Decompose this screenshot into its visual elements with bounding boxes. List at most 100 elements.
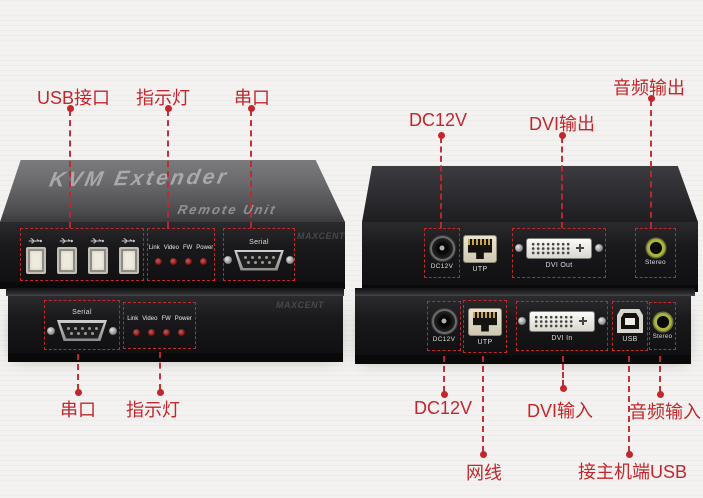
dvi-in-highlight-box: DVI In bbox=[516, 301, 608, 351]
rj45-socket bbox=[468, 239, 492, 259]
serial-db9-port bbox=[224, 249, 294, 271]
usb-port-2 bbox=[56, 237, 77, 274]
video-led bbox=[169, 257, 177, 265]
dvi-out-highlight-box: DVI Out bbox=[512, 228, 606, 278]
serial-port-highlight-box: Serial bbox=[44, 300, 120, 350]
callout-dot bbox=[647, 95, 655, 102]
dvi-blade-slot bbox=[575, 242, 585, 254]
usb-a-connector bbox=[118, 246, 139, 274]
stereo-label: Stereo bbox=[652, 333, 673, 340]
annotation-serial-bottom: 串口 bbox=[60, 400, 96, 420]
screw-icon bbox=[224, 256, 232, 264]
serial-port-label: Serial bbox=[249, 238, 269, 246]
annotation-host-usb: 接主机端USB bbox=[578, 462, 688, 482]
stereo-label: Stereo bbox=[645, 259, 666, 267]
rj45-socket bbox=[473, 311, 497, 332]
local-unit2-lid-edge bbox=[355, 288, 695, 296]
usb-ports-highlight-box bbox=[20, 228, 144, 281]
status-led-block: Link Video FW Power bbox=[149, 245, 214, 265]
led-label-link: Link bbox=[127, 315, 139, 322]
db9-connector bbox=[234, 249, 284, 271]
annotation-network-cable: 网线 bbox=[466, 463, 502, 483]
led-label-fw: FW bbox=[161, 315, 171, 322]
stereo-in-highlight-box: Stereo bbox=[649, 302, 676, 350]
callout-line bbox=[250, 110, 252, 228]
callout-dot bbox=[247, 105, 255, 112]
status-led-block: Link Video FW Power bbox=[127, 316, 192, 336]
usb-a-connector bbox=[56, 246, 77, 274]
dc-power-highlight-box: DC12V bbox=[427, 301, 461, 351]
usb-b-label: USB bbox=[622, 336, 638, 343]
lower-remote-lid-edge bbox=[6, 288, 344, 296]
power-led bbox=[199, 257, 207, 265]
usb-port-group bbox=[25, 237, 139, 274]
callout-line bbox=[159, 352, 161, 390]
annotation-dvi-output: DVI输出 bbox=[529, 114, 596, 134]
serial-port-highlight-box: Serial bbox=[223, 228, 295, 281]
callout-dot bbox=[559, 385, 567, 392]
link-led bbox=[154, 257, 162, 265]
usb-icon bbox=[90, 237, 104, 243]
usb-port-4 bbox=[118, 237, 139, 274]
dc-power-jack bbox=[431, 308, 457, 334]
dvi-out-label: DVI Out bbox=[545, 261, 573, 269]
brand-logo: MAXCENT bbox=[276, 300, 324, 310]
callout-dot bbox=[156, 389, 164, 396]
stereo-jack bbox=[653, 312, 672, 331]
led-labels: Link Video FW Power bbox=[127, 316, 192, 322]
dvi-blade-slot bbox=[578, 315, 588, 327]
screw-icon bbox=[109, 326, 117, 335]
callout-line bbox=[628, 356, 630, 452]
usb-b-socket bbox=[621, 313, 639, 329]
remote-unit-top-surface: KVM Extender Remote Unit bbox=[0, 160, 345, 222]
screw-icon bbox=[518, 317, 526, 325]
fw-led bbox=[184, 257, 192, 265]
annotation-dvi-input: DVI输入 bbox=[527, 401, 594, 421]
callout-line bbox=[482, 356, 484, 452]
dvi-connector bbox=[526, 237, 592, 259]
usb-port-3 bbox=[87, 237, 108, 274]
callout-line bbox=[443, 356, 445, 392]
status-leds-highlight-box: Link Video FW Power bbox=[147, 228, 215, 281]
annotation-audio-output: 音频输出 bbox=[613, 78, 685, 98]
annotation-serial-top: 串口 bbox=[234, 88, 270, 108]
remote-unit-bottom-edge bbox=[0, 282, 345, 289]
led-label-power: Power bbox=[174, 315, 192, 322]
utp-port-group: UTP bbox=[463, 235, 497, 273]
fw-led bbox=[163, 328, 171, 336]
callout-dot bbox=[656, 391, 664, 398]
stereo-out-highlight-box: Stereo bbox=[635, 228, 676, 278]
callout-dot bbox=[479, 451, 487, 458]
power-led bbox=[178, 328, 186, 336]
local-unit2-bottom-edge bbox=[355, 355, 691, 364]
db9-connector bbox=[57, 320, 107, 341]
lower-remote-bottom-edge bbox=[8, 353, 343, 362]
callout-line bbox=[167, 110, 169, 228]
callout-dot bbox=[625, 451, 633, 458]
dvi-out-port bbox=[515, 237, 603, 259]
led-labels: Link Video FW Power bbox=[149, 245, 214, 251]
callout-dot bbox=[437, 132, 445, 139]
led-label-link: Link bbox=[148, 244, 160, 251]
dc-power-label: DC12V bbox=[430, 262, 454, 270]
callout-line bbox=[659, 356, 661, 392]
dc-power-jack bbox=[429, 235, 455, 261]
callout-line bbox=[561, 137, 563, 228]
link-led bbox=[133, 328, 141, 336]
dvi-pin-grid bbox=[531, 241, 571, 255]
rj45-port bbox=[463, 235, 497, 263]
screw-icon bbox=[47, 326, 55, 335]
callout-line bbox=[562, 356, 564, 386]
utp-label: UTP bbox=[477, 338, 493, 346]
device-model-text: KVM Extender bbox=[47, 165, 232, 192]
callout-line bbox=[440, 137, 442, 228]
screw-icon bbox=[595, 244, 603, 252]
led-label-video: Video bbox=[163, 244, 179, 251]
usb-a-connector bbox=[25, 246, 46, 274]
serial-db9-port bbox=[47, 320, 117, 341]
dc-power-highlight-box: DC12V bbox=[424, 228, 460, 278]
dvi-pin-grid bbox=[534, 314, 574, 328]
utp-label: UTP bbox=[472, 266, 488, 273]
usb-icon bbox=[121, 237, 135, 243]
